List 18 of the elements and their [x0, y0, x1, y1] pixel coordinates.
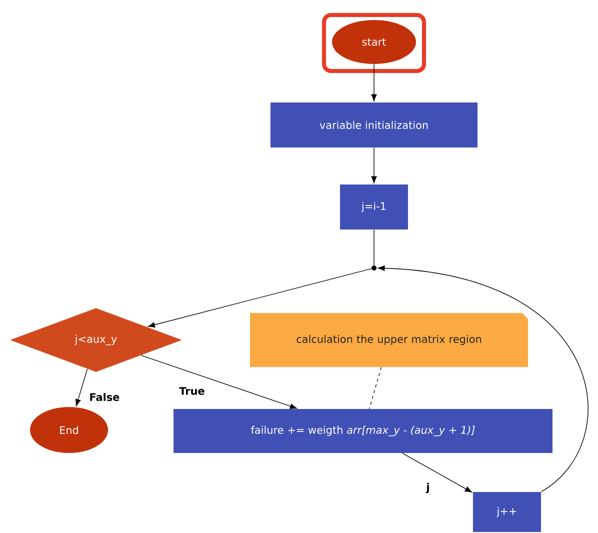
edge-label: True — [179, 387, 204, 395]
edge-label: j — [426, 482, 429, 494]
leader-line — [369, 366, 382, 410]
arrow — [371, 64, 377, 102]
arrow — [148, 268, 372, 328]
process-box: j++ — [473, 492, 541, 532]
arrow — [140, 355, 297, 409]
process-box: variable initialization — [270, 102, 478, 148]
arrow — [371, 147, 377, 184]
process-box: failure += weigth arr[max_y - (aux_y + 1)] — [174, 409, 552, 453]
arrow — [402, 452, 472, 492]
arrow — [378, 265, 588, 492]
arrow — [75, 368, 88, 406]
edge-label: False — [90, 392, 120, 402]
end-oval: End — [30, 407, 108, 453]
process-box: j=i-1 — [340, 184, 408, 230]
note-box: calculation the upper matrix region — [250, 313, 528, 367]
start-oval: start — [332, 20, 416, 64]
